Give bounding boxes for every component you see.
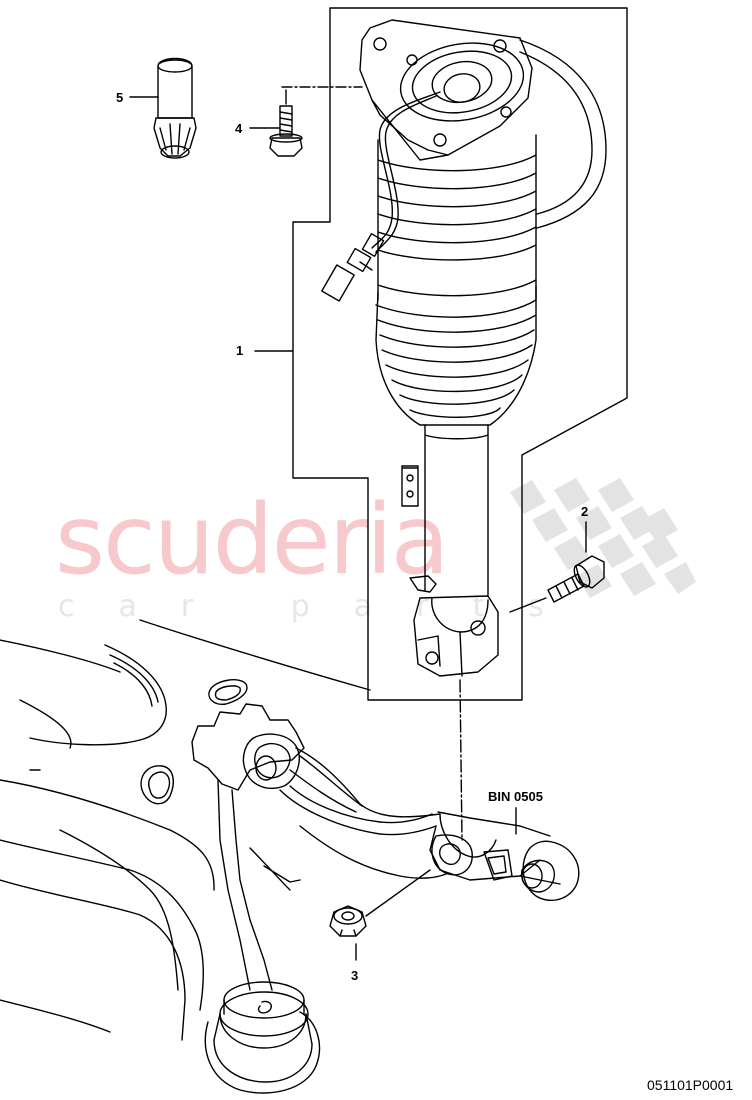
callout-part-3: 3 — [351, 968, 359, 983]
strut-axis-line — [459, 679, 463, 841]
lower-bushing — [204, 981, 321, 1094]
callout-part-5: 5 — [116, 90, 124, 105]
part-5-plug — [129, 57, 197, 159]
top-mount-plate — [359, 19, 533, 253]
control-arm — [242, 733, 580, 901]
sensor-connector — [321, 233, 385, 302]
part-2-bolt — [509, 521, 605, 613]
subframe — [0, 619, 371, 1041]
watermark-brand: scuderia — [55, 484, 450, 596]
part-4-bolt — [269, 89, 303, 157]
callout-part-1: 1 — [236, 343, 244, 358]
part-1-outline — [292, 7, 628, 701]
part-3-nut — [329, 869, 431, 961]
callout-part-2: 2 — [581, 504, 589, 519]
callout-bin-note: BIN 0505 — [488, 789, 543, 804]
air-strut — [375, 39, 607, 677]
drawing-code: 051101P0001 — [647, 1077, 734, 1093]
checkered-flag-icon — [510, 478, 696, 598]
callout-part-4: 4 — [235, 121, 243, 136]
